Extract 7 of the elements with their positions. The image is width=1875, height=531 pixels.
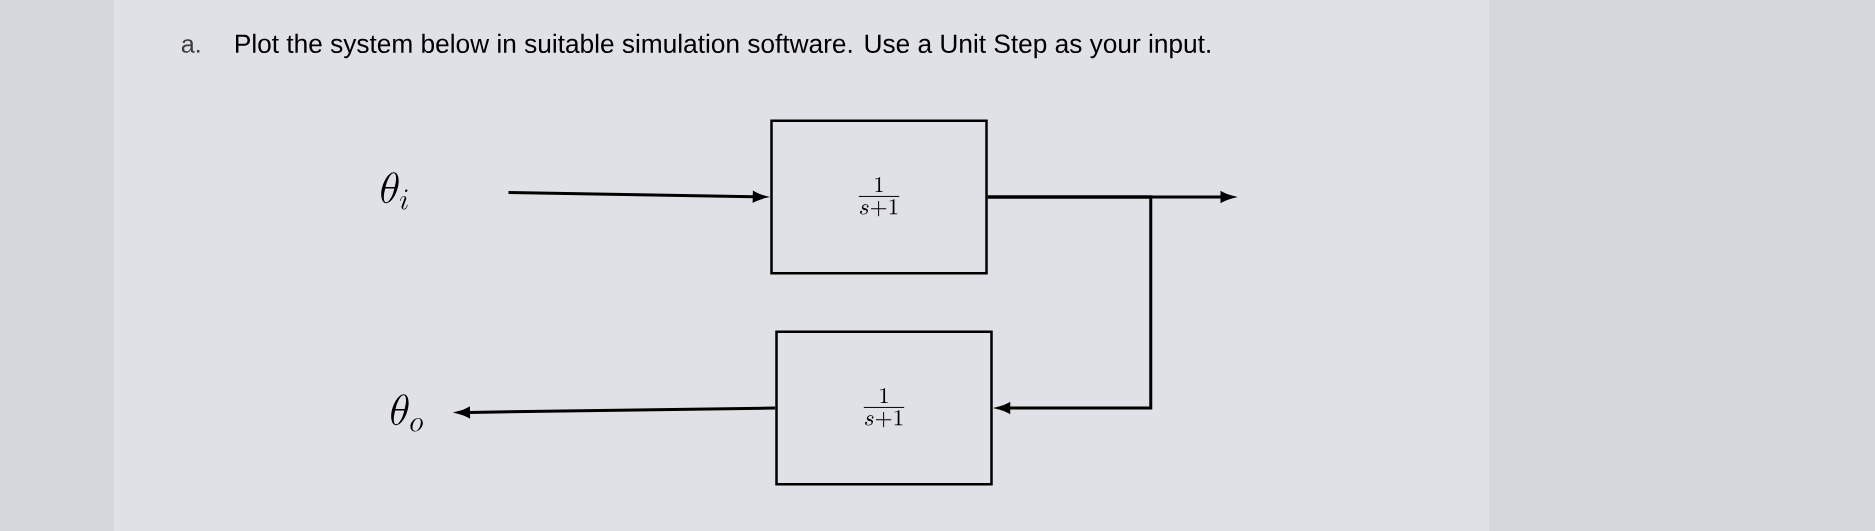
question-text: Plot the system below in suitable simulation software. Use a Unit Step as your input. — [236, 33, 1210, 59]
arrow — [987, 195, 1153, 414]
signal-symbol: $\theta_i$ — [381, 172, 408, 210]
item-letter: a. — [181, 39, 200, 53]
transfer-function-box: $\frac{1}{s+1}$ — [775, 330, 993, 486]
transfer-function-box: $\frac{1}{s+1}$ — [770, 119, 988, 275]
signal-symbol: $\theta_o$ — [391, 394, 423, 432]
